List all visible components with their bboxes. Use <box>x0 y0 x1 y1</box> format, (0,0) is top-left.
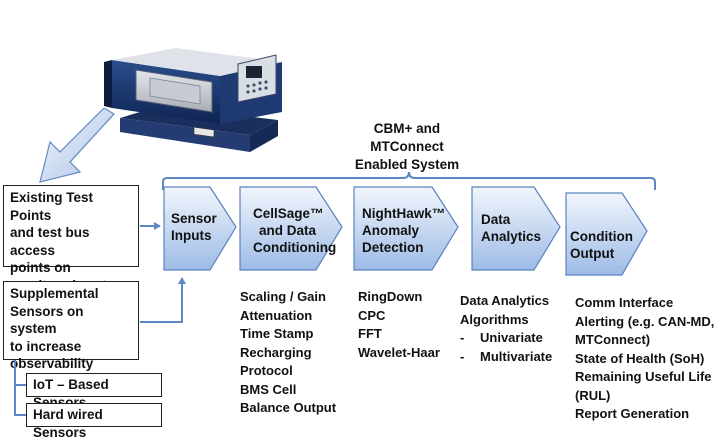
chevron-nighthawk <box>353 186 459 271</box>
list-item: Recharging <box>240 344 312 360</box>
condition-output-list: Comm Interface Alerting (e.g. CAN-MD, MT… <box>575 294 714 424</box>
system-brace <box>162 171 656 190</box>
list-item: Scaling / Gain <box>240 289 326 304</box>
hardwired-sensors-box: Hard wired Sensors <box>26 403 162 440</box>
cellsage-function-list: Scaling / Gain Attenuation Time Stamp Re… <box>240 288 336 418</box>
list-bullet: - <box>460 330 465 345</box>
list-item: -Multivariate <box>460 348 552 367</box>
stage-label-line: Output <box>570 246 615 261</box>
system-label-line: MTConnect <box>370 139 444 154</box>
list-item: Attenuation <box>240 307 313 323</box>
chevron-condition-output <box>565 192 648 276</box>
stage-label-line: NightHawk™ <box>362 206 446 221</box>
stage-label-condition-output: Condition Output <box>570 228 633 262</box>
list-item: Wavelet-Haar <box>358 344 440 360</box>
stage-label-line: Analytics <box>481 229 542 244</box>
box-text-line: points on <box>10 260 71 275</box>
list-item-text: Univariate <box>480 330 543 345</box>
list-item: BMS Cell <box>240 381 297 397</box>
box-text-line: to increase <box>10 338 82 354</box>
list-item: FFT <box>358 326 382 341</box>
list-item: MTConnect) <box>575 332 651 347</box>
system-label-line: Enabled System <box>354 157 460 172</box>
cnc-lathe-machine-image <box>104 48 282 152</box>
list-item: State of Health (SoH) <box>575 350 705 366</box>
stage-label-cellsage: CellSage™ and Data Conditioning <box>253 205 336 256</box>
list-item: Protocol <box>240 363 293 378</box>
box-text-line: Sensors on system <box>10 303 84 337</box>
analytics-algorithm-list: Data Analytics Algorithms -Univariate -M… <box>460 292 552 366</box>
box-text-line: observability <box>10 356 94 371</box>
stage-label-line: Data <box>481 212 511 227</box>
list-item: Balance Output <box>240 400 337 415</box>
stage-label-nighthawk: NightHawk™ Anomaly Detection <box>362 205 445 256</box>
system-label-line: CBM+ and <box>373 121 441 136</box>
nighthawk-method-list: RingDown CPC FFT Wavelet-Haar <box>358 288 440 362</box>
stage-label-line: Inputs <box>171 228 212 243</box>
stage-label-sensor-inputs: Sensor Inputs <box>171 210 217 244</box>
list-item-text: Multivariate <box>480 348 553 364</box>
stage-label-data-analytics: Data Analytics <box>481 211 541 245</box>
list-item: Alerting (e.g. CAN-MD, <box>575 313 715 329</box>
list-item: Report Generation <box>575 406 690 421</box>
box-text-line: Hard wired Sensors <box>33 407 103 440</box>
chevron-cellsage <box>239 186 343 271</box>
list-heading: Data Analytics <box>460 293 550 308</box>
diagonal-down-arrow <box>39 108 116 183</box>
list-item: -Univariate <box>460 329 552 348</box>
stage-label-line: Detection <box>362 240 424 255</box>
stage-label-line: Sensor <box>171 211 217 226</box>
chevron-sensor-inputs <box>163 186 237 271</box>
chevron-data-analytics <box>471 186 561 271</box>
system-label: CBM+ and MTConnect Enabled System <box>342 120 472 174</box>
stage-label-line: and Data <box>259 223 317 238</box>
supplemental-sensors-box: Supplemental Sensors on system to increa… <box>3 281 139 371</box>
list-heading: Algorithms <box>460 311 529 327</box>
list-item: CPC <box>358 307 386 323</box>
list-item: (RUL) <box>575 387 611 403</box>
list-item: Time Stamp <box>240 326 314 341</box>
stage-label-line: Conditioning <box>253 240 337 255</box>
box-text-line: Existing Test Points <box>10 190 94 223</box>
stage-label-line: CellSage™ <box>253 206 324 221</box>
box-text-line: and test bus access <box>10 225 90 258</box>
stage-label-line: Anomaly <box>362 223 420 238</box>
list-item: RingDown <box>358 289 423 304</box>
list-bullet: - <box>460 348 465 364</box>
box-text-line: Supplemental <box>10 286 99 301</box>
stage-label-line: Condition <box>570 229 633 244</box>
list-item: Comm Interface <box>575 295 674 310</box>
list-item: Remaining Useful Life <box>575 369 712 384</box>
